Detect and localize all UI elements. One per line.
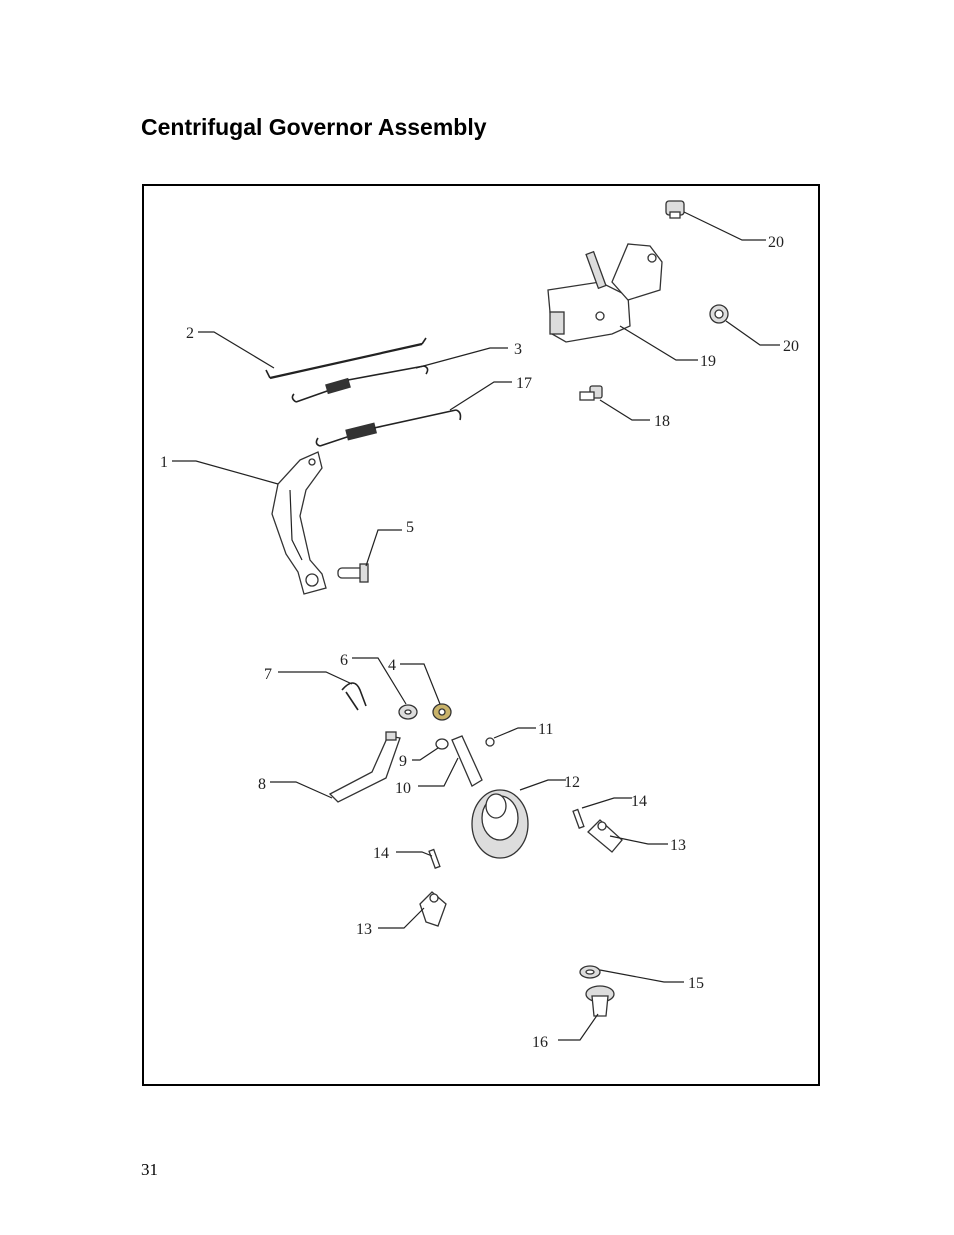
callout-2: 2	[186, 325, 194, 342]
part-20-nut	[709, 304, 780, 346]
callout-20b: 20	[783, 338, 799, 355]
part-2-rod	[198, 331, 427, 380]
callout-15: 15	[688, 975, 704, 992]
callout-20a: 20	[768, 234, 784, 251]
part-1-governor-arm	[172, 451, 327, 595]
callout-13b: 13	[670, 837, 686, 854]
part-4-nut	[400, 663, 452, 721]
callout-12: 12	[564, 774, 580, 791]
callout-8: 8	[258, 776, 266, 793]
part-13-weight-left	[378, 891, 447, 929]
part-20-bolt-top	[665, 200, 766, 241]
callout-13a: 13	[356, 921, 372, 938]
part-6-washer	[352, 657, 418, 720]
callout-14b: 14	[631, 793, 647, 810]
callout-10: 10	[395, 780, 411, 797]
callout-1: 1	[160, 454, 168, 471]
callout-14a: 14	[373, 845, 389, 862]
part-12-gear	[471, 779, 566, 859]
part-14-pin-left	[396, 848, 441, 869]
part-7-clip	[278, 671, 367, 711]
callout-18: 18	[654, 413, 670, 430]
part-15-washer	[579, 965, 684, 983]
callout-19: 19	[700, 353, 716, 370]
part-5-pin	[337, 529, 402, 583]
callout-3: 3	[514, 341, 522, 358]
part-11-ring	[485, 727, 536, 747]
part-16-sleeve	[558, 985, 615, 1041]
callout-5: 5	[406, 519, 414, 536]
page-title: Centrifugal Governor Assembly	[141, 114, 487, 140]
part-18-bolt	[579, 385, 650, 421]
callout-6: 6	[340, 652, 348, 669]
part-9-washer	[412, 738, 449, 761]
callout-16: 16	[532, 1034, 548, 1051]
page-number: 31	[141, 1160, 158, 1179]
callout-7: 7	[264, 666, 272, 683]
diagram-frame	[142, 184, 820, 1086]
part-19-bracket	[547, 243, 698, 361]
callout-4: 4	[388, 657, 396, 674]
callout-17: 17	[516, 375, 532, 392]
part-8-shaft	[270, 731, 401, 803]
part-13-weight-right	[587, 819, 668, 853]
part-10-shaft	[418, 735, 483, 787]
callout-11: 11	[538, 721, 553, 738]
callout-9: 9	[399, 753, 407, 770]
part-3-spring	[291, 347, 508, 403]
part-17-spring	[315, 381, 512, 447]
part-14-pin-right	[572, 797, 632, 829]
